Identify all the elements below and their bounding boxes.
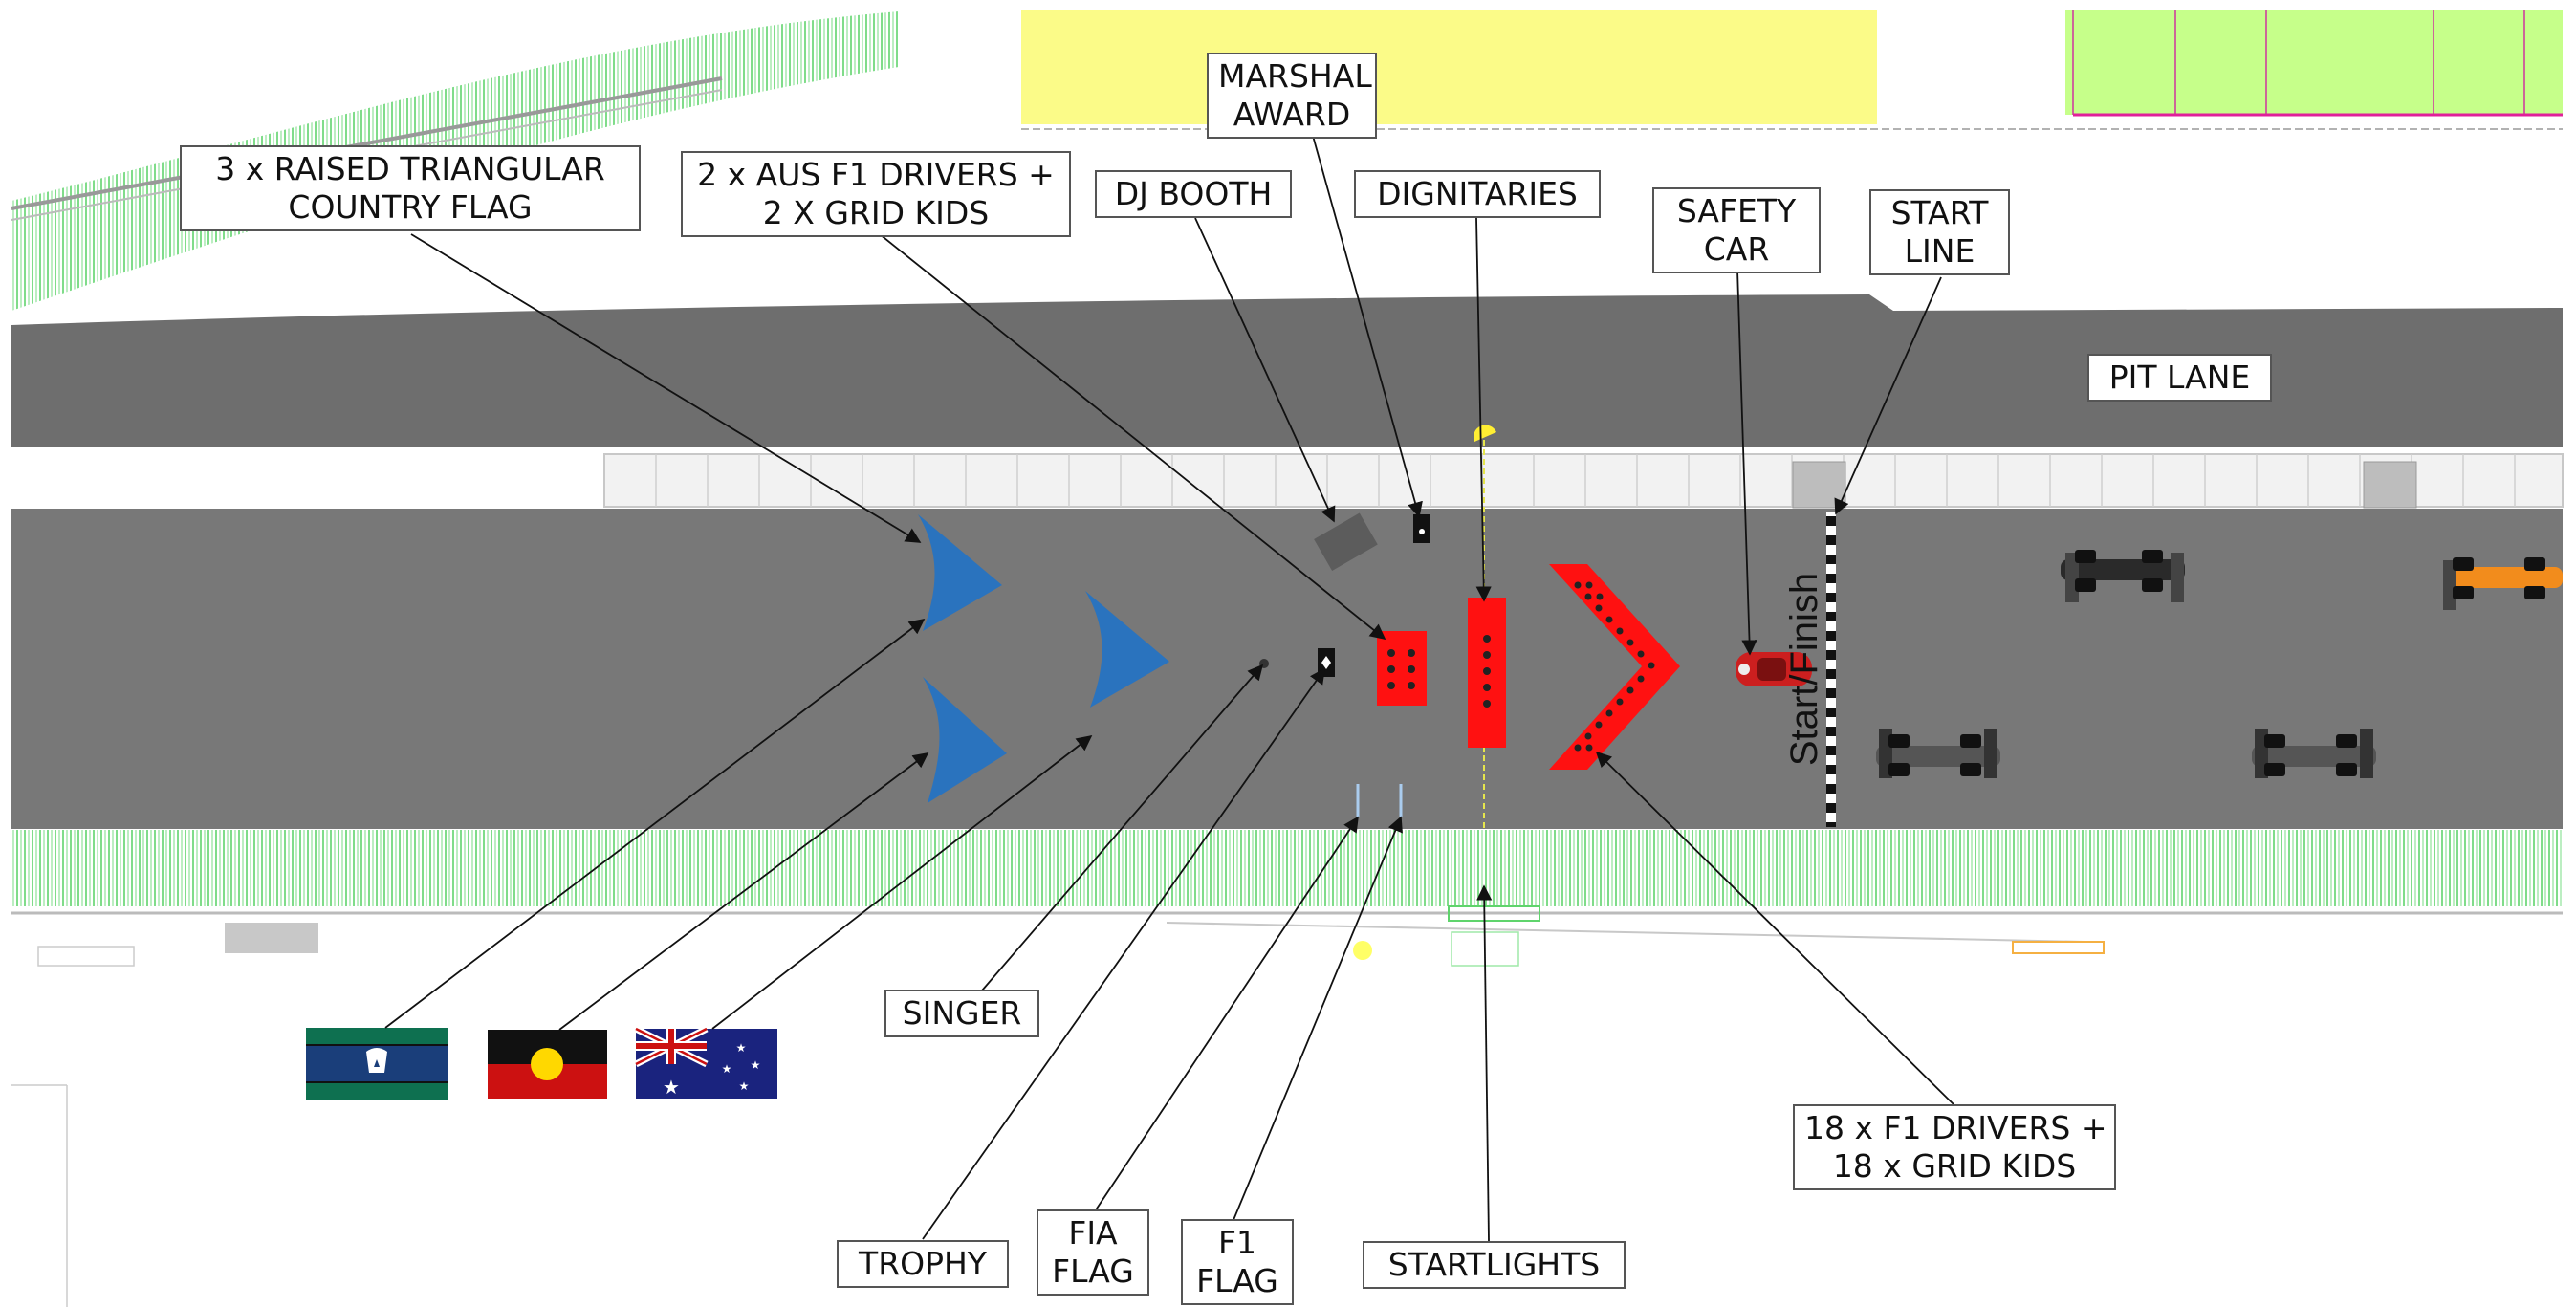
label-pit-lane: PIT LANE: [2087, 354, 2272, 402]
raised-triangular-flag: [918, 514, 1002, 631]
arrow-trophy: [922, 667, 1325, 1240]
arrow-drivers-grid: [1595, 751, 1954, 1105]
arrow-torres-flag: [384, 619, 926, 1029]
dj-booth: [1314, 512, 1378, 571]
yellow-marker: [1353, 941, 1372, 960]
label-fia-flag: FIA FLAG: [1037, 1209, 1149, 1296]
start-finish-text: Start/Finish: [1783, 573, 1825, 766]
marshal-award-icon: [1419, 529, 1425, 534]
arrow-australian-flag: [711, 735, 1093, 1030]
arrow-start-line: [1834, 276, 1942, 515]
raised-triangular-flag: [1085, 591, 1169, 708]
outline-structure: [37, 946, 135, 967]
pit-wall: [603, 453, 2564, 508]
startlights-gantry-base: [1448, 905, 1540, 922]
hospitality-dividers: [2072, 10, 2563, 117]
fence-line: [11, 76, 723, 210]
torres-strait-islander-flag: [306, 1028, 448, 1100]
f1-car: [1876, 729, 2000, 778]
f1-car: [2252, 729, 2376, 778]
green-hospitality-area: [2065, 10, 2563, 115]
label-dj-booth: DJ BOOTH: [1095, 170, 1292, 218]
barrier-line: [1166, 922, 2085, 943]
startlights-marker: [1473, 425, 1496, 442]
f1-car: [2061, 550, 2185, 602]
grass-verge-bottom: [11, 830, 2563, 906]
arrow-startlights: [1476, 884, 1493, 1242]
arrow-aus-drivers: [879, 233, 1386, 641]
yellow-grandstand-area: [1021, 10, 1877, 124]
raised-triangular-flag: [923, 677, 1007, 803]
label-dignitaries: DIGNITARIES: [1354, 170, 1601, 218]
label-drivers-grid: 18 x F1 DRIVERS + 18 x GRID KIDS: [1793, 1104, 2116, 1190]
safety-car: [1736, 652, 1812, 686]
arrow-dj-booth: [1194, 217, 1336, 523]
arrow-raised-flag: [410, 233, 922, 543]
pit-wall-box: [1792, 461, 1846, 509]
label-safety-car: SAFETY CAR: [1652, 187, 1821, 273]
start-finish-line: [1826, 512, 1836, 827]
dignitaries-people: [1483, 635, 1491, 708]
aus-drivers-people: [1387, 649, 1415, 689]
arrow-dignitaries: [1475, 217, 1492, 602]
aus-drivers-zone: [1377, 631, 1427, 706]
orange-structure: [2012, 941, 2105, 954]
arrow-safety-car: [1736, 269, 1757, 656]
arrow-singer: [981, 664, 1264, 991]
australian-flag: ★ ★ ★ ★ ★: [634, 1025, 777, 1099]
label-startlights: STARTLIGHTS: [1363, 1241, 1626, 1289]
svg-text:★: ★: [751, 1058, 761, 1072]
pit-wall-box: [2363, 461, 2417, 509]
leader-arrows: [384, 135, 1954, 1242]
label-f1-flag: F1 FLAG: [1181, 1219, 1294, 1305]
arrow-aboriginal-flag: [558, 752, 929, 1031]
arrow-f1-flag: [1233, 816, 1403, 1221]
label-singer: SINGER: [884, 990, 1039, 1037]
label-trophy: TROPHY: [837, 1240, 1009, 1288]
svg-text:★: ★: [663, 1076, 680, 1099]
svg-text:★: ★: [722, 1062, 732, 1076]
label-raised-triangular-flag: 3 x RAISED TRIANGULAR COUNTRY FLAG: [180, 145, 641, 231]
arrow-marshal-award: [1312, 135, 1423, 518]
grey-structure: [225, 923, 318, 953]
drivers-grid-people: [1574, 581, 1655, 752]
trophy-icon: [1321, 656, 1331, 669]
aboriginal-flag: [488, 1030, 607, 1099]
label-aus-drivers: 2 x AUS F1 DRIVERS + 2 X GRID KIDS: [681, 151, 1071, 237]
label-start-line: START LINE: [1869, 189, 2010, 275]
svg-text:★: ★: [736, 1041, 747, 1055]
label-marshal-award: MARSHAL AWARD: [1207, 53, 1377, 139]
arrow-fia-flag: [1092, 816, 1359, 1215]
f1-car: [2443, 557, 2563, 610]
pit-lane: [11, 294, 2563, 447]
svg-text:★: ★: [739, 1079, 750, 1093]
